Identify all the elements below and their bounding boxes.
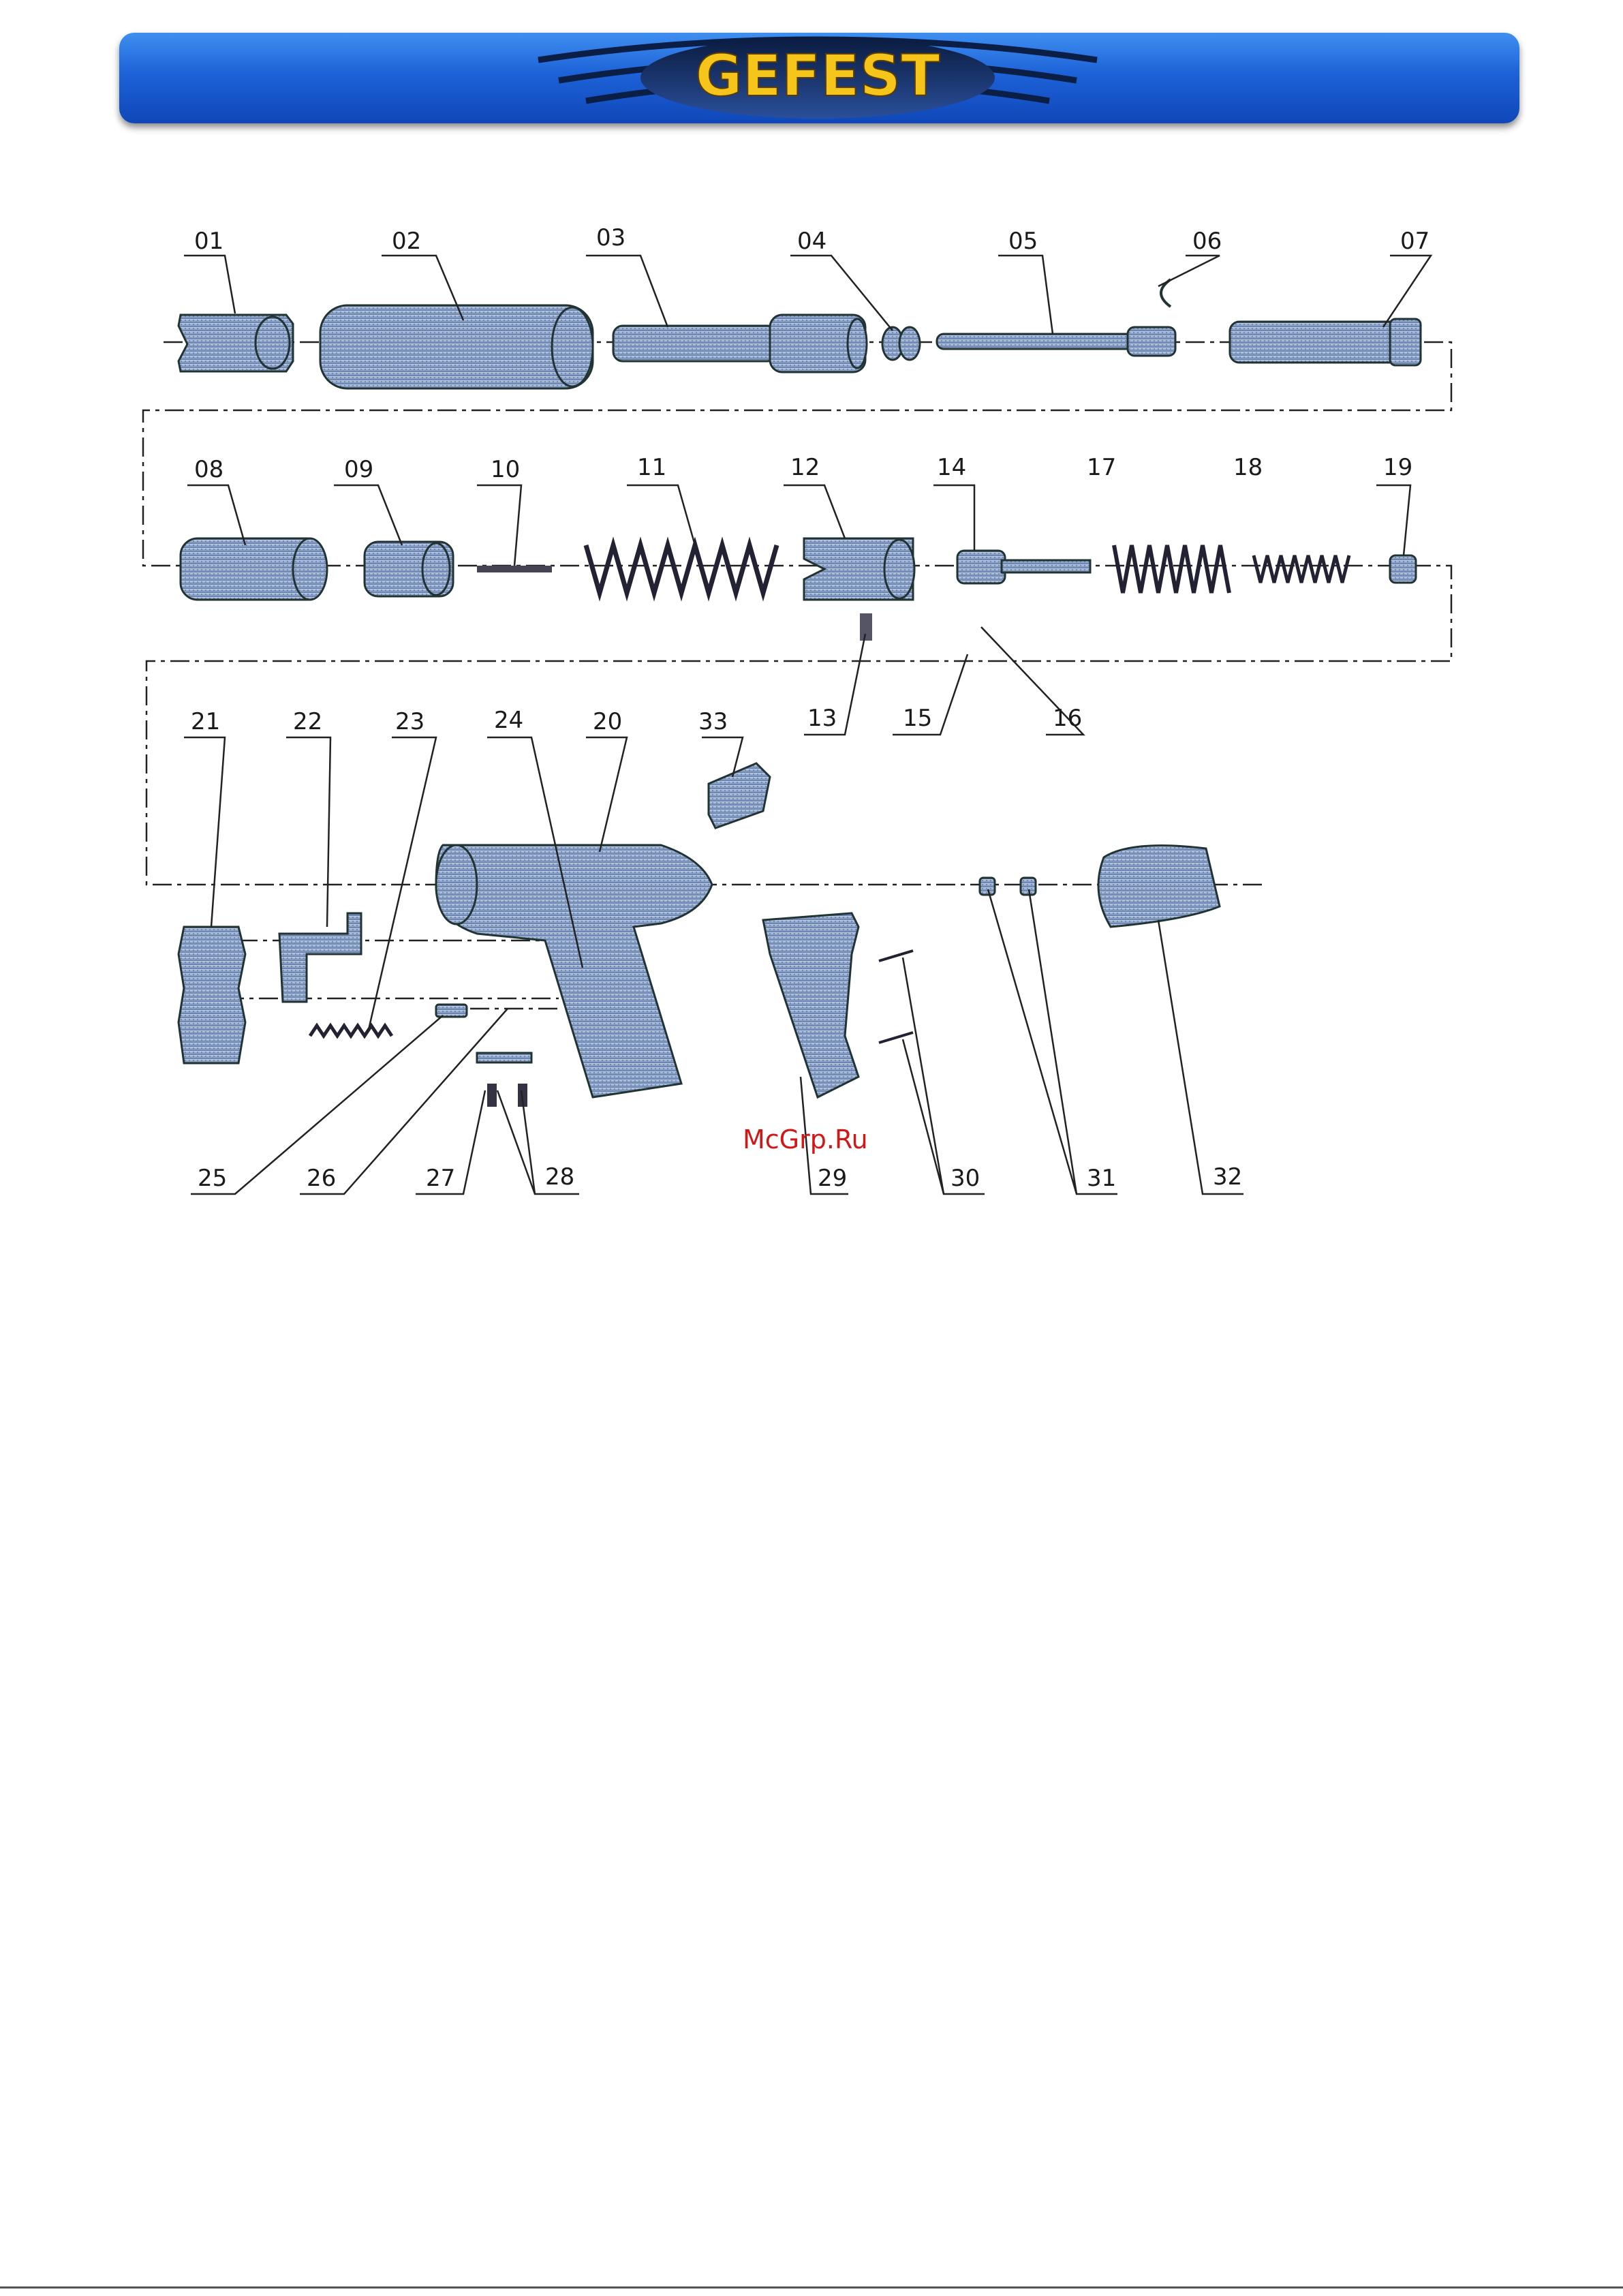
part-23 <box>310 1026 392 1036</box>
part-32 <box>1098 846 1220 927</box>
part-19 <box>1390 555 1416 583</box>
label-29: 29 <box>818 1165 847 1192</box>
axis-lines <box>143 342 1451 1009</box>
part-12 <box>804 538 914 600</box>
exploded-parts-diagram: 01 02 03 04 05 06 07 08 09 10 11 12 13 1… <box>0 0 1623 1227</box>
label-32: 32 <box>1213 1163 1242 1191</box>
label-07: 07 <box>1400 228 1429 255</box>
label-06: 06 <box>1192 228 1222 255</box>
part-05 <box>937 327 1175 356</box>
label-05: 05 <box>1008 228 1038 255</box>
label-28: 28 <box>545 1163 574 1191</box>
label-19: 19 <box>1383 454 1412 481</box>
part-18 <box>1254 555 1349 583</box>
part-27 <box>477 1053 531 1062</box>
part-30 <box>879 951 913 1043</box>
label-27: 27 <box>426 1165 455 1192</box>
part-21 <box>179 927 245 1063</box>
label-14: 14 <box>937 454 966 481</box>
label-04: 04 <box>797 228 826 255</box>
part-11 <box>586 545 777 593</box>
label-20: 20 <box>593 708 622 735</box>
footer-divider <box>0 2286 1623 2289</box>
part-29 <box>763 913 859 1097</box>
label-17: 17 <box>1087 454 1116 481</box>
part-03 <box>613 315 867 372</box>
label-31: 31 <box>1087 1165 1116 1192</box>
part-14 <box>957 551 1090 583</box>
label-12: 12 <box>790 454 820 481</box>
label-16: 16 <box>1053 705 1082 732</box>
label-23: 23 <box>395 708 424 735</box>
label-25: 25 <box>198 1165 227 1192</box>
part-33 <box>709 763 770 828</box>
label-03: 03 <box>596 224 625 251</box>
label-24: 24 <box>494 707 523 734</box>
label-08: 08 <box>194 456 223 483</box>
label-11: 11 <box>637 454 666 481</box>
label-33: 33 <box>698 708 728 735</box>
label-26: 26 <box>307 1165 336 1192</box>
label-22: 22 <box>293 708 322 735</box>
label-18: 18 <box>1233 454 1263 481</box>
part-02 <box>320 305 593 388</box>
part-07 <box>1230 319 1421 365</box>
label-09: 09 <box>344 456 373 483</box>
label-10: 10 <box>491 456 520 483</box>
label-13: 13 <box>807 705 837 732</box>
label-01: 01 <box>194 228 223 255</box>
part-17 <box>1114 545 1229 593</box>
watermark: McGrp.Ru <box>743 1124 868 1154</box>
part-10 <box>477 566 552 572</box>
part-13 <box>860 613 872 641</box>
part-04 <box>882 327 920 360</box>
part-22 <box>279 913 361 1002</box>
part-25 <box>436 1005 467 1017</box>
label-02: 02 <box>392 228 421 255</box>
part-08 <box>181 538 327 600</box>
label-30: 30 <box>950 1165 980 1192</box>
label-15: 15 <box>903 705 932 732</box>
label-21: 21 <box>191 708 220 735</box>
part-01 <box>179 315 293 371</box>
part-09 <box>365 542 453 596</box>
